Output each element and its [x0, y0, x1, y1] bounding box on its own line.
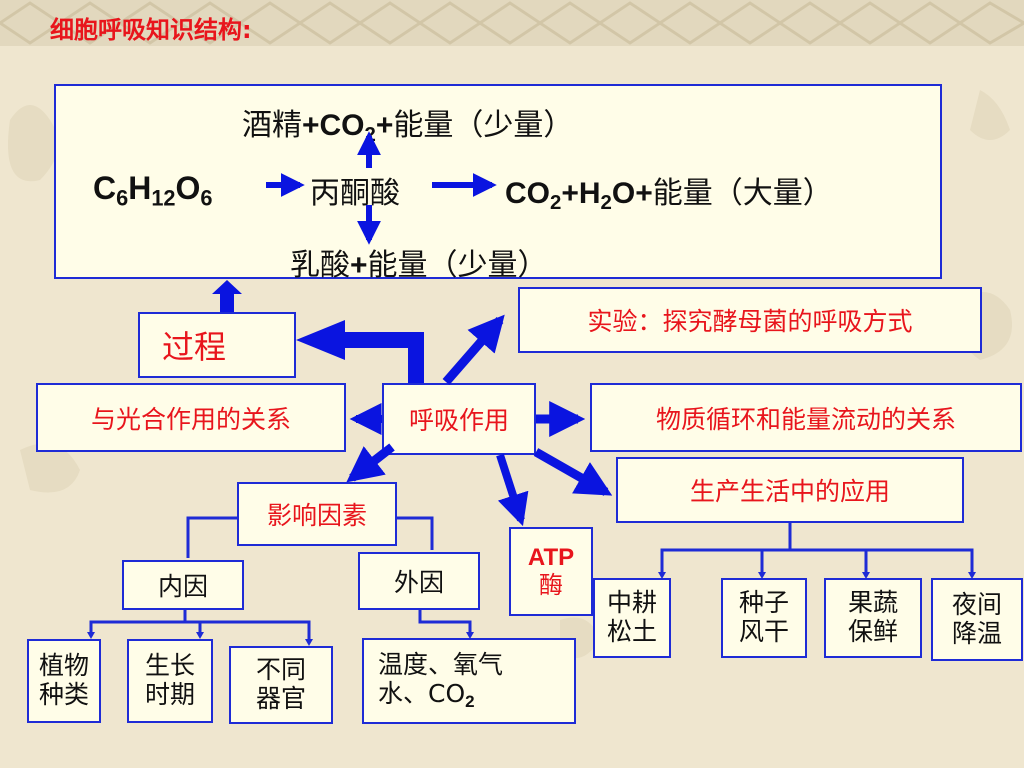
- factors-node[interactable]: 影响因素: [237, 482, 397, 546]
- enzyme-text: 酶: [539, 570, 563, 599]
- aerobic-product-line: CO2+H2O+能量（大量）: [505, 168, 833, 215]
- atp-text: ATP: [527, 543, 575, 571]
- tree-connectors: [89, 516, 974, 641]
- atp-enzyme-node[interactable]: ATP 酶: [509, 527, 593, 616]
- co2-subscript: 2: [465, 691, 475, 711]
- environment-water-co2: 水、CO: [378, 678, 466, 708]
- lactic-acid-text: 乳酸: [290, 248, 350, 283]
- plant-type-text-2: 种类: [38, 680, 89, 709]
- arrow-process-to-box: [212, 280, 242, 312]
- alcohol-text: 酒精: [242, 108, 302, 143]
- glucose-o-sub: 6: [200, 185, 213, 211]
- organ-node[interactable]: 不同 器官: [229, 646, 333, 724]
- organ-text-2: 器官: [255, 684, 306, 713]
- experiment-node[interactable]: 实验：探究酵母菌的呼吸方式: [518, 287, 982, 353]
- tree-arrowheads: [87, 572, 976, 646]
- glucose-o: O: [175, 170, 201, 206]
- energy-small-text: 能量（少量）: [393, 108, 574, 143]
- co2-subscript: 2: [550, 192, 562, 215]
- plant-type-node[interactable]: 植物 种类: [27, 639, 101, 723]
- environment-text-2: 水、CO2: [378, 678, 475, 712]
- app-fruit-preservation-text-2: 保鲜: [847, 617, 898, 646]
- growth-stage-node[interactable]: 生长 时期: [127, 639, 213, 723]
- alcohol-fermentation-line: 酒精+CO2+能量（少量）: [242, 100, 573, 147]
- glucose-formula: C6H12O6: [93, 170, 213, 212]
- app-night-cooling-text-1: 夜间: [951, 589, 1002, 619]
- arrow-respiration-to-atp: [496, 453, 529, 527]
- oxygen-plus-text: O+: [611, 177, 653, 210]
- respiration-center-node[interactable]: 呼吸作用: [382, 383, 536, 455]
- arrow-respiration-to-factors: [346, 443, 395, 483]
- co2-text: CO: [505, 177, 550, 210]
- process-equations-box: [54, 84, 942, 279]
- plus-sign: +: [350, 249, 368, 282]
- connector-external-env: [418, 610, 472, 634]
- co2-text: +CO: [302, 109, 365, 142]
- app-night-cooling-node[interactable]: 夜间 降温: [931, 578, 1023, 661]
- application-node[interactable]: 生产生活中的应用: [616, 457, 964, 523]
- connector-application-children: [660, 523, 974, 574]
- internal-factor-node[interactable]: 内因: [122, 560, 244, 610]
- app-tillage-text-1: 中耕: [606, 588, 657, 618]
- external-factor-node[interactable]: 外因: [358, 552, 480, 610]
- app-seed-drying-text-2: 风干: [738, 617, 789, 646]
- cycle-relation-node[interactable]: 物质循环和能量流动的关系: [590, 383, 1022, 452]
- glucose-c: C: [93, 170, 117, 206]
- app-fruit-preservation-text-1: 果蔬: [847, 588, 898, 618]
- process-node[interactable]: 过程: [138, 312, 296, 378]
- growth-stage-text-2: 时期: [144, 680, 195, 709]
- arrow-respiration-to-experiment: [442, 314, 505, 385]
- arrow-respiration-to-application: [533, 448, 613, 496]
- photosynthesis-relation-node[interactable]: 与光合作用的关系: [36, 383, 346, 452]
- plant-type-text-1: 植物: [38, 651, 89, 681]
- h2o-subscript: 2: [600, 192, 612, 215]
- page-title: 细胞呼吸知识结构:: [50, 16, 252, 44]
- app-seed-drying-text-1: 种子: [738, 588, 789, 618]
- process-arrows: [266, 131, 497, 245]
- app-seed-drying-node[interactable]: 种子 风干: [721, 578, 807, 658]
- hub-arrows: [212, 280, 613, 527]
- app-tillage-node[interactable]: 中耕 松土: [593, 578, 671, 658]
- environment-text-1: 温度、氧气: [378, 649, 504, 679]
- h2o-text: +H: [561, 177, 601, 210]
- glucose-h: H: [128, 170, 152, 206]
- energy-small-text: 能量（少量）: [367, 248, 548, 283]
- arrow-respiration-to-process: [296, 320, 424, 383]
- glucose-c-sub: 6: [116, 185, 129, 211]
- glucose-h-sub: 12: [151, 185, 176, 211]
- app-tillage-text-2: 松土: [606, 617, 657, 646]
- app-fruit-preservation-node[interactable]: 果蔬 保鲜: [824, 578, 922, 658]
- growth-stage-text-1: 生长: [144, 651, 195, 681]
- energy-large-text: 能量（大量）: [652, 176, 833, 211]
- lactic-fermentation-line: 乳酸+能量（少量）: [290, 240, 548, 284]
- pyruvate-text: 丙酮酸: [310, 176, 400, 211]
- app-night-cooling-text-2: 降温: [951, 618, 1002, 648]
- organ-text-1: 不同: [255, 655, 306, 685]
- connector-factors-split: [186, 516, 434, 558]
- environment-node[interactable]: 温度、氧气 水、CO2: [362, 638, 576, 724]
